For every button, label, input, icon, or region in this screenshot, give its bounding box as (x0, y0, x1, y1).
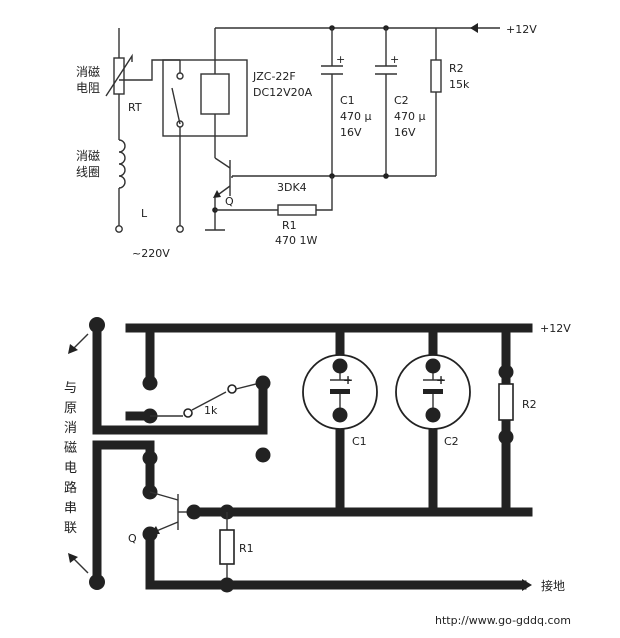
ac-label: ~220V (132, 247, 170, 260)
schematic-diagram: +12V 消磁 电阻 RT 消磁 线圈 L JZC-22F DC12V20A ~… (76, 23, 537, 260)
transistor-model: 3DK4 (277, 181, 307, 194)
relay-contact (183, 408, 193, 418)
relay-switch-arm (191, 391, 227, 411)
pcb-side-note: 与 原 消 磁 电 路 串 联 (64, 381, 77, 536)
c2-plus-icon: + (390, 53, 399, 66)
pcb-transistor-collector (149, 491, 179, 501)
c1-ref: C1 (340, 94, 355, 107)
r1-ref: R1 (282, 219, 297, 232)
relay-model: JZC-22F (252, 70, 296, 83)
pcb-pad (255, 375, 271, 391)
c1-plate (330, 389, 350, 394)
external-lead-arrow-icon (71, 333, 89, 351)
pcb-left-trace-lower (92, 440, 155, 587)
coil-label-1: 消磁 (76, 148, 100, 163)
r2-resistor (430, 59, 442, 93)
ground-arrow-icon (522, 579, 532, 591)
pcb-left-trace-upper (92, 320, 268, 435)
external-lead-arrow-icon (68, 344, 78, 354)
c2-voltage: 16V (394, 126, 416, 139)
relay-rating: DC12V20A (253, 86, 313, 99)
supply-label: +12V (506, 23, 537, 36)
junction-dot (383, 173, 389, 179)
pcb-pad (142, 375, 158, 391)
pcb-r2-ref: R2 (522, 398, 537, 411)
pcb-pad (425, 407, 441, 423)
side-note-char: 消 (64, 421, 77, 436)
side-note-char: 路 (64, 480, 77, 496)
pcb-pad (89, 574, 105, 590)
footer-url: http://www.go-gddq.com (435, 614, 571, 627)
r2-ref: R2 (449, 62, 464, 75)
pcb-ground-label: 接地 (541, 578, 565, 593)
r1-value: 470 1W (275, 234, 317, 247)
q-ref: Q (225, 195, 234, 208)
pcb-r1-ref: R1 (239, 542, 254, 555)
external-lead-arrow-icon (71, 556, 89, 574)
rt-label-1: 消磁 (76, 64, 100, 79)
rt-ref: RT (128, 101, 142, 114)
pcb-relay-label: 1k (204, 404, 218, 417)
relay-contact (227, 384, 237, 394)
pcb-supply-label: +12V (540, 322, 571, 335)
external-lead-arrow-icon (68, 553, 78, 563)
coil-inductor (118, 139, 126, 189)
supply-arrow-icon (470, 23, 478, 33)
coil-label-2: 线圈 (76, 165, 100, 179)
l-label: L (141, 207, 148, 220)
pcb-pad (498, 364, 514, 380)
r2-value: 15k (449, 78, 470, 91)
rt-label-2: 电阻 (76, 81, 100, 95)
relay-switch-arm (171, 87, 181, 125)
pcb-r2-resistor (498, 383, 514, 421)
side-note-char: 与 (64, 381, 77, 396)
c1-plus-icon: + (336, 53, 345, 66)
side-note-char: 原 (64, 401, 77, 416)
relay-coil (200, 73, 230, 115)
r1-lead (316, 176, 333, 211)
side-note-char: 磁 (64, 441, 77, 456)
pcb-pad (89, 317, 105, 333)
pcb-pad (255, 447, 271, 463)
side-note-char: 联 (64, 521, 77, 536)
c2-value: 470 μ (394, 110, 426, 123)
pcb-pad (332, 358, 348, 374)
relay-contact (176, 72, 184, 80)
relay-box (162, 59, 248, 137)
pcb-pad (498, 429, 514, 445)
c1-voltage: 16V (340, 126, 362, 139)
side-note-char: 串 (64, 501, 77, 516)
pcb-r1-resistor (219, 529, 235, 565)
c2-plus-icon: + (436, 373, 446, 387)
pcb-pad (425, 358, 441, 374)
rt-to-relay-wire (119, 59, 180, 81)
transistor-arrow-icon (213, 190, 221, 198)
c1-value: 470 μ (340, 110, 372, 123)
pcb-layout: +12V 与 原 消 磁 电 路 串 联 1k (64, 317, 571, 593)
pcb-c1-ref: C1 (352, 435, 367, 448)
rt-thermistor-arrow-icon (105, 53, 133, 97)
pcb-q-ref: Q (128, 532, 137, 545)
c2-plate (423, 389, 443, 394)
transistor-collector (214, 157, 231, 169)
pcb-pad (332, 407, 348, 423)
r1-resistor (277, 204, 317, 216)
side-note-char: 电 (64, 461, 77, 476)
c1-plus-icon: + (343, 373, 353, 387)
pcb-c2-ref: C2 (444, 435, 459, 448)
ac-terminal (115, 225, 123, 233)
c2-ref: C2 (394, 94, 409, 107)
ac-terminal (176, 225, 184, 233)
